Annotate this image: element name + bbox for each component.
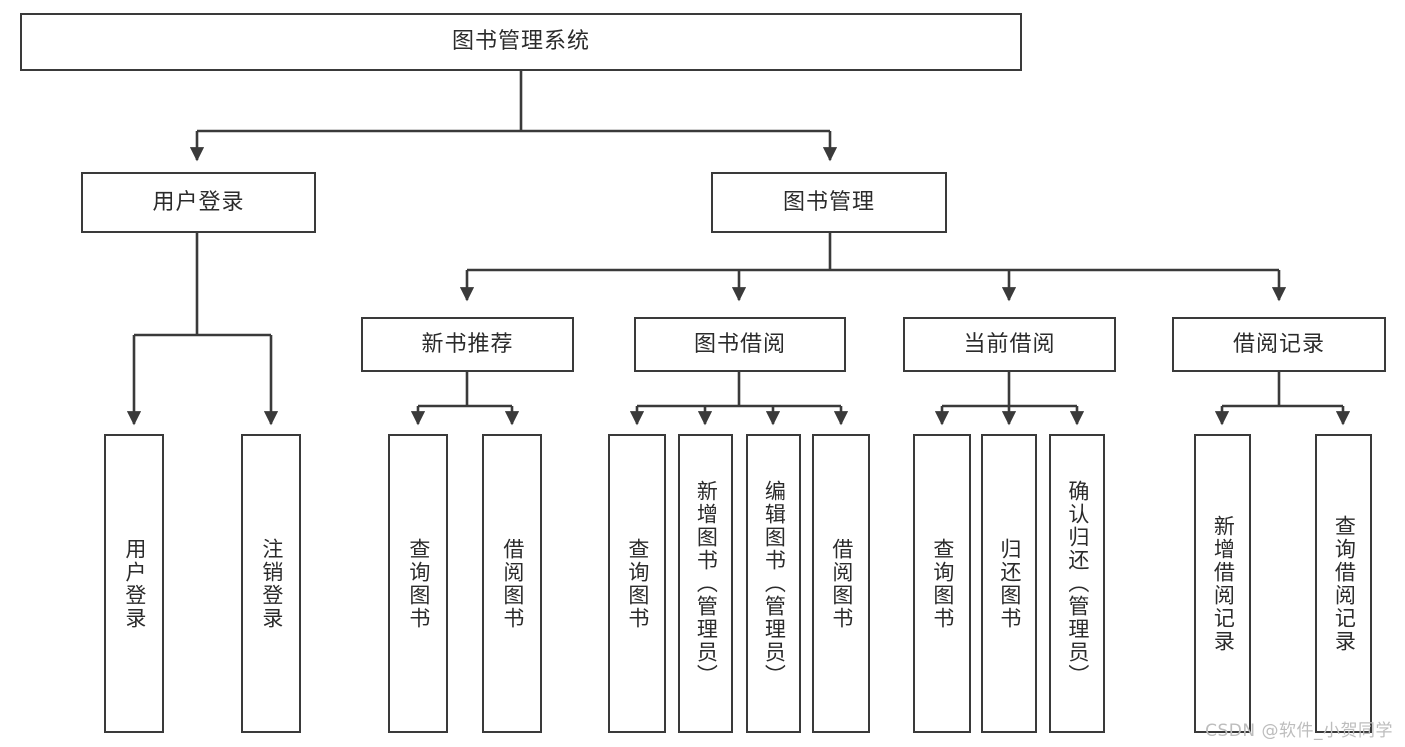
node-label: 查询图书	[930, 537, 955, 630]
node-label: 借阅图书	[829, 537, 854, 630]
node-book-management[interactable]: 图书管理	[711, 172, 947, 233]
leaf-query-book-recommend[interactable]: 查询图书	[388, 434, 448, 733]
node-current-borrow[interactable]: 当前借阅	[903, 317, 1116, 372]
node-root-system[interactable]: 图书管理系统	[20, 13, 1022, 71]
node-label: 编辑图书（管理员）	[762, 480, 787, 687]
leaf-add-borrow-record[interactable]: 新增借阅记录	[1194, 434, 1251, 733]
node-label: 图书管理系统	[451, 29, 590, 55]
node-label: 查询借阅记录	[1332, 514, 1357, 653]
node-borrow-record[interactable]: 借阅记录	[1172, 317, 1386, 372]
leaf-add-book-admin[interactable]: 新增图书（管理员）	[678, 434, 733, 733]
leaf-query-book-borrow[interactable]: 查询图书	[608, 434, 666, 733]
node-label: 用户登录	[152, 189, 245, 215]
node-label: 借阅记录	[1232, 331, 1325, 357]
node-label: 归还图书	[997, 537, 1022, 630]
node-book-borrow[interactable]: 图书借阅	[634, 317, 846, 372]
node-label: 新增图书（管理员）	[694, 480, 719, 687]
leaf-query-book-current[interactable]: 查询图书	[913, 434, 971, 733]
node-label: 用户登录	[122, 537, 147, 630]
node-label: 新书推荐	[421, 331, 514, 357]
leaf-confirm-return-admin[interactable]: 确认归还（管理员）	[1049, 434, 1105, 733]
node-user-login[interactable]: 用户登录	[81, 172, 316, 233]
node-label: 新增借阅记录	[1211, 514, 1236, 653]
leaf-borrow-book-recommend[interactable]: 借阅图书	[482, 434, 542, 733]
node-label: 注销登录	[259, 537, 284, 630]
node-label: 图书借阅	[693, 331, 786, 357]
leaf-return-book[interactable]: 归还图书	[981, 434, 1037, 733]
node-new-book-recommend[interactable]: 新书推荐	[361, 317, 574, 372]
node-label: 当前借阅	[963, 331, 1056, 357]
leaf-borrow-book[interactable]: 借阅图书	[812, 434, 870, 733]
watermark-credit: CSDN @软件_小贺同学	[1205, 721, 1393, 741]
node-label: 借阅图书	[500, 537, 525, 630]
leaf-edit-book-admin[interactable]: 编辑图书（管理员）	[746, 434, 801, 733]
leaf-user-logout[interactable]: 注销登录	[241, 434, 301, 733]
node-label: 确认归还（管理员）	[1065, 480, 1090, 687]
node-label: 图书管理	[782, 189, 875, 215]
leaf-query-borrow-record[interactable]: 查询借阅记录	[1315, 434, 1372, 733]
leaf-user-login[interactable]: 用户登录	[104, 434, 164, 733]
node-label: 查询图书	[406, 537, 431, 630]
node-label: 查询图书	[625, 537, 650, 630]
